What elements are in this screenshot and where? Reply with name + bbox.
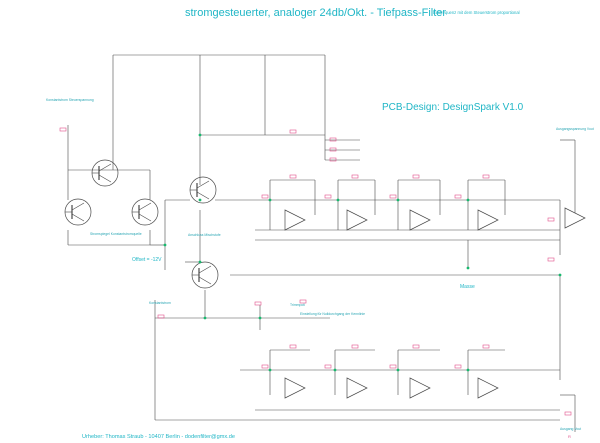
opamp-u7	[346, 377, 368, 399]
junction-node-5	[396, 198, 400, 202]
passive-part-19	[329, 157, 337, 162]
passive-part-10	[351, 344, 359, 349]
label-lower-source: Konstantstrom	[149, 301, 171, 305]
passive-part-24	[299, 299, 307, 304]
opamp-u4	[477, 209, 499, 231]
passive-part-27	[289, 129, 297, 134]
junction-node-4	[336, 198, 340, 202]
junction-node-16	[558, 273, 562, 277]
opamp-u8	[409, 377, 431, 399]
transistor-q2-collector	[71, 202, 85, 211]
opamp-u3	[409, 209, 431, 231]
label-output-bottom: Ausgang Vout	[560, 427, 582, 431]
transistor-q5-emitter	[198, 276, 212, 285]
junction-node-8	[198, 260, 202, 264]
corner-mark: R	[568, 434, 571, 439]
label-lower-note: Einstellung für Nulldurchgang der Kennli…	[300, 312, 366, 316]
transistor-q3-emitter	[138, 213, 152, 222]
passive-part-13	[261, 364, 269, 369]
transistor-q2-emitter	[71, 213, 85, 222]
junction-node-6	[466, 198, 470, 202]
junction-node-11	[258, 316, 262, 320]
junction-node-9	[466, 266, 470, 270]
passive-part-2	[351, 174, 359, 179]
passive-part-16	[454, 364, 462, 369]
transistor-q3	[131, 198, 159, 226]
node-layer	[163, 133, 562, 372]
passive-part-7	[389, 194, 397, 199]
label-current-source-top: Konstantstrom Steuerspannung	[46, 98, 94, 102]
junction-node-13	[333, 368, 337, 372]
passive-part-20	[547, 217, 555, 222]
transistor-q1-collector	[98, 163, 112, 172]
footer-credit: Urheber: Thomas Straub - 10407 Berlin - …	[82, 434, 235, 440]
passive-part-6	[324, 194, 332, 199]
transistor-q4-collector	[196, 180, 210, 189]
passive-part-25	[564, 411, 572, 416]
passive-part-3	[412, 174, 420, 179]
transistor-q3-collector	[138, 202, 152, 211]
junction-node-7	[163, 243, 167, 247]
junction-node-1	[198, 133, 202, 137]
junction-node-10	[203, 316, 207, 320]
passive-part-18	[329, 147, 337, 152]
pcb-design-label: PCB-Design: DesignSpark V1.0	[382, 102, 524, 113]
transistor-q1	[91, 159, 119, 187]
passive-part-5	[261, 194, 269, 199]
passive-part-1	[289, 174, 297, 179]
passive-part-26	[254, 301, 262, 306]
opamp-u5	[564, 207, 586, 229]
label-masse: Masse	[460, 284, 475, 290]
transistor-q4	[189, 176, 217, 204]
junction-node-15	[466, 368, 470, 372]
junction-node-14	[396, 368, 400, 372]
opamp-u1	[284, 209, 306, 231]
label-lower-trim: Trimmpoti	[290, 303, 305, 307]
transistor-q5-collector	[198, 265, 212, 274]
opamp-u9	[477, 377, 499, 399]
passive-part-23	[157, 314, 165, 319]
transistor-q4-emitter	[196, 191, 210, 200]
passive-part-17	[329, 137, 337, 142]
label-mixer-note: Anschluss Mischstufe	[188, 233, 221, 237]
label-offset: Offset = -12V	[132, 257, 162, 263]
transistor-q1-emitter	[98, 174, 112, 183]
passive-part-15	[389, 364, 397, 369]
passive-part-9	[289, 344, 297, 349]
passive-part-11	[412, 344, 420, 349]
label-output-top: Ausgangsspannung Vout	[556, 127, 594, 131]
label-current-mirror: Stromspiegel Konstantstromquelle	[90, 232, 142, 236]
junction-node-3	[268, 198, 272, 202]
component-layer	[59, 127, 586, 416]
passive-part-4	[482, 174, 490, 179]
opamp-u2	[346, 209, 368, 231]
passive-part-12	[482, 344, 490, 349]
passive-part-21	[547, 257, 555, 262]
diagram-subtitle: Eckfrequenz mit dem Steuerstrom proporti…	[433, 10, 520, 15]
opamp-u6	[284, 377, 306, 399]
passive-part-8	[454, 194, 462, 199]
transistor-q5	[191, 261, 219, 289]
wire-layer	[67, 54, 576, 432]
passive-part-14	[324, 364, 332, 369]
diagram-title: stromgesteuerter, analoger 24db/Okt. - T…	[185, 7, 447, 19]
transistor-q2	[64, 198, 92, 226]
junction-node-2	[198, 198, 202, 202]
junction-node-12	[268, 368, 272, 372]
passive-part-22	[59, 127, 67, 132]
